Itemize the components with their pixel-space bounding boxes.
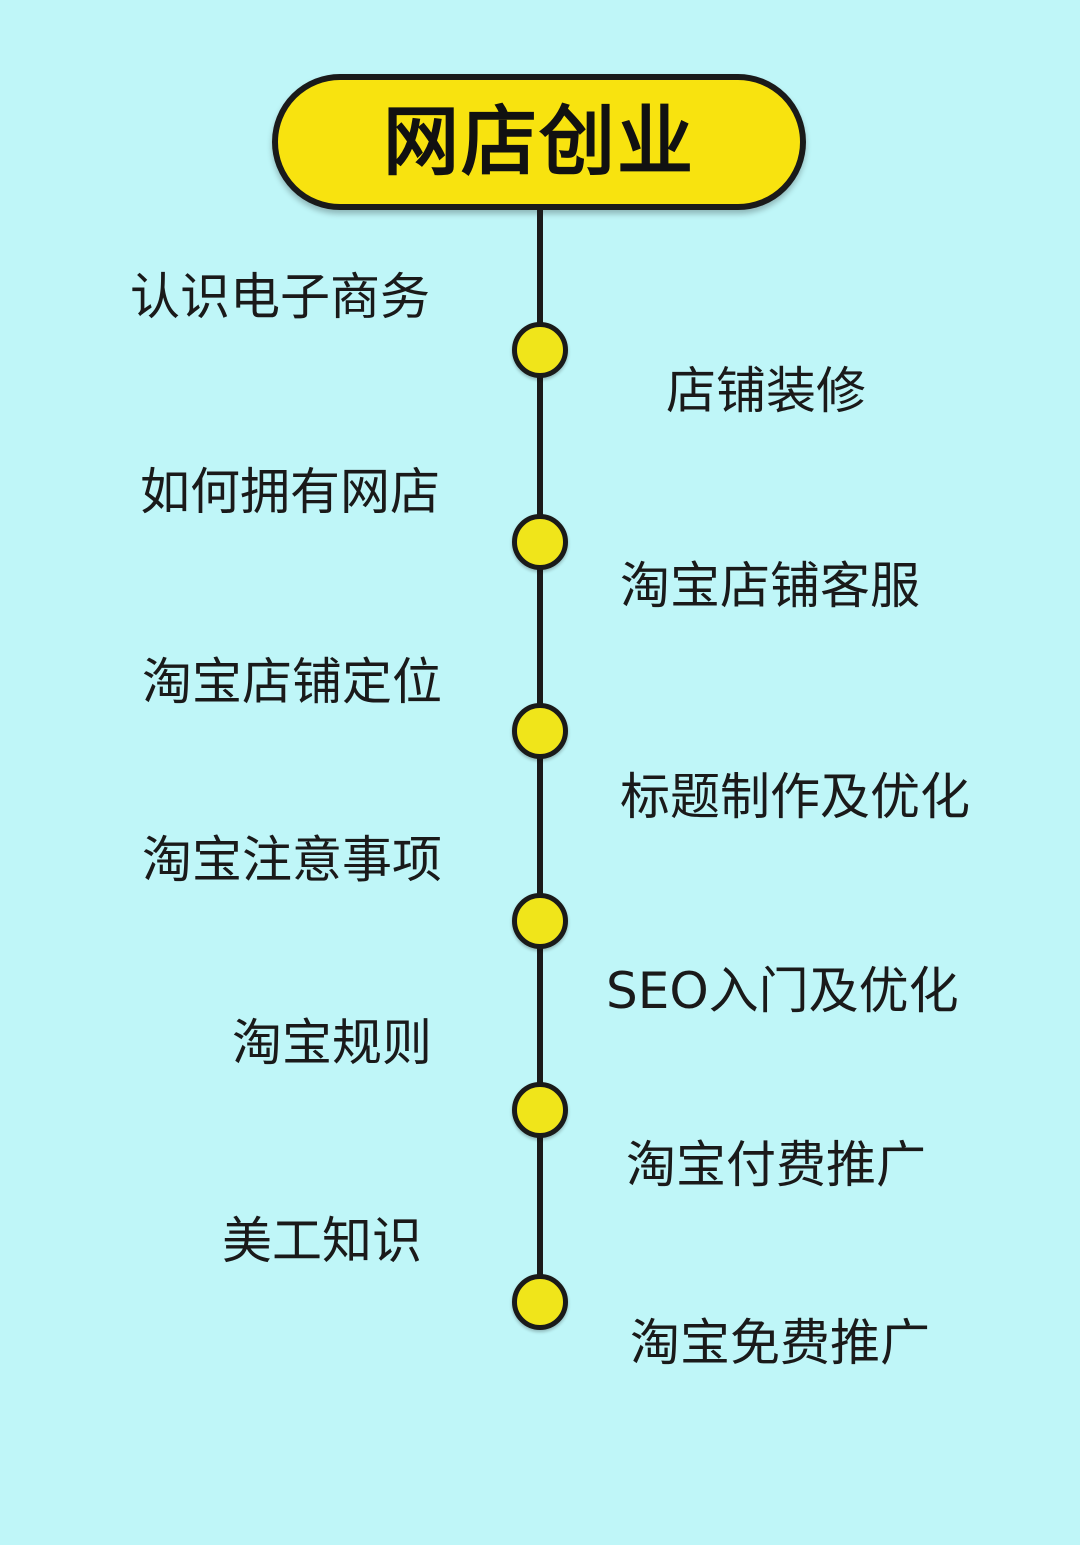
left-item-3: 淘宝店铺定位 bbox=[142, 653, 442, 711]
timeline-node bbox=[512, 893, 568, 949]
title-pill: 网店创业 bbox=[272, 74, 806, 210]
left-item-6: 美工知识 bbox=[222, 1212, 422, 1270]
left-item-1: 认识电子商务 bbox=[130, 268, 430, 326]
right-item-5: 淘宝付费推广 bbox=[626, 1136, 926, 1194]
timeline-node bbox=[512, 1274, 568, 1330]
timeline-node bbox=[512, 514, 568, 570]
right-item-2: 淘宝店铺客服 bbox=[620, 557, 920, 615]
diagram-title: 网店创业 bbox=[383, 97, 695, 186]
timeline-node bbox=[512, 1082, 568, 1138]
right-item-3: 标题制作及优化 bbox=[620, 768, 970, 826]
right-item-4: SEO入门及优化 bbox=[606, 962, 959, 1020]
left-item-4: 淘宝注意事项 bbox=[142, 831, 442, 889]
left-item-5: 淘宝规则 bbox=[232, 1014, 432, 1072]
timeline-node bbox=[512, 322, 568, 378]
right-item-6: 淘宝免费推广 bbox=[630, 1314, 930, 1372]
timeline-node bbox=[512, 703, 568, 759]
right-item-1: 店铺装修 bbox=[666, 362, 866, 420]
timeline-spine bbox=[537, 205, 543, 1315]
left-item-2: 如何拥有网店 bbox=[140, 463, 440, 521]
